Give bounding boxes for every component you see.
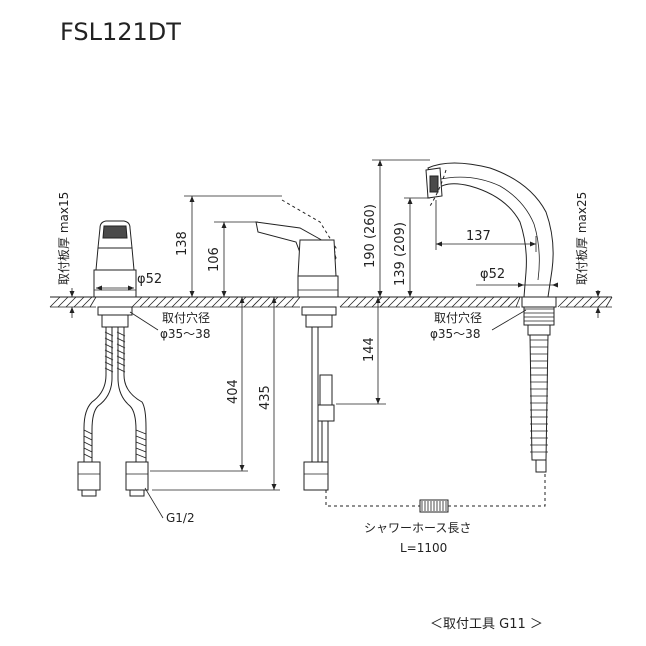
dim-138: [184, 195, 282, 297]
shower-diameter-label: φ52: [480, 267, 505, 282]
shower-hole-label-2: φ35～38: [430, 327, 480, 341]
dim-137: [435, 200, 537, 252]
footer-tool-note: ＜取付工具 G11 ＞: [430, 617, 543, 632]
hose-braid: [83, 331, 147, 459]
dim-144-label: 144: [362, 337, 377, 362]
side-view-faucet: [255, 199, 546, 513]
counter-hatching: [49, 296, 613, 308]
thread-label: G1/2: [166, 511, 195, 525]
front-hole-label-1: 取付穴径: [162, 310, 210, 325]
dim-404: [150, 297, 248, 472]
front-view-faucet: [77, 220, 149, 497]
dim-137-label: 137: [466, 229, 491, 244]
right-plate-label: 取付板厚 max25: [575, 192, 589, 285]
model-title: FSL121DT: [60, 18, 181, 46]
dim-139-label: 139 (209): [393, 222, 408, 286]
front-diameter-label: φ52: [137, 272, 162, 287]
counter-top: [49, 296, 613, 308]
dim-404-label: 404: [226, 379, 241, 404]
hose-length-label: シャワーホース長さ: [364, 521, 471, 535]
dim-190-label: 190 (260): [363, 204, 378, 268]
dim-106: [214, 221, 258, 297]
dim-106-label: 106: [207, 247, 222, 272]
shower-mount-hatching: [524, 308, 554, 322]
dim-435: [152, 297, 280, 491]
left-plate-dim: [69, 288, 75, 318]
dim-138-label: 138: [175, 231, 190, 256]
dim-144: [336, 297, 386, 405]
dim-435-label: 435: [258, 385, 273, 410]
hose-length-value: L=1100: [400, 541, 447, 555]
shower-hole-label-1: 取付穴径: [434, 310, 482, 325]
hose-spring: [421, 501, 447, 511]
right-plate-dim: [595, 290, 601, 318]
shower-hose-ribs: [530, 339, 548, 453]
shower-faucet: [425, 162, 557, 473]
left-plate-label: 取付板厚 max15: [57, 192, 71, 285]
dim-139: [404, 197, 430, 297]
dim-190: [372, 159, 430, 297]
front-hole-label-2: φ35～38: [160, 327, 210, 341]
